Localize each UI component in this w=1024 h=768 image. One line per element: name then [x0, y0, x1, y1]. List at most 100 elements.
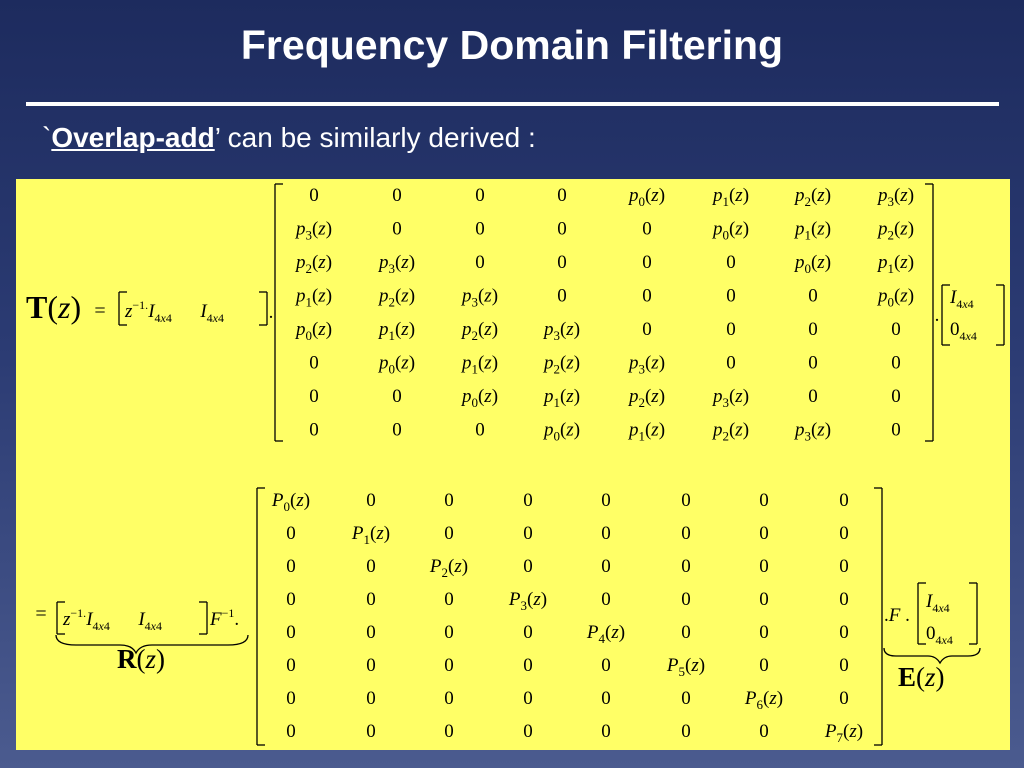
eq1-equals: = [94, 300, 105, 322]
eq1-matrix-cell: 0 [309, 420, 319, 441]
eq1-matrix-cell: p0(z) [793, 252, 831, 276]
eq1-matrix-cell: p1(z) [711, 185, 749, 209]
equation-panel: T(z) = z−1.I4x4 I4x4. 0 0 0 0 p0(z) p1(z) p2(z) p3… [16, 179, 1010, 750]
eq2-matrix-cell: P4(z) [586, 622, 625, 646]
eq2-matrix-cell: 0 [601, 589, 611, 610]
eq2-matrix-cell: 0 [681, 556, 691, 577]
slide-title: Frequency Domain Filtering [240, 22, 784, 68]
subtitle-rest: can be similarly derived : [219, 122, 536, 153]
eq1-matrix-cell: 0 [392, 185, 402, 206]
eq2-brace-label-right: E(z) [898, 662, 945, 692]
eq2-matrix-cell: 0 [286, 655, 296, 676]
eq2-matrix-cell: 0 [601, 556, 611, 577]
title-divider [26, 102, 999, 106]
eq1-matrix-cell: 0 [475, 420, 485, 441]
eq2-matrix-cell: 0 [601, 721, 611, 742]
eq2-matrix-cell: 0 [601, 655, 611, 676]
eq2-matrix-cell: 0 [523, 523, 533, 544]
eq1-matrix-cell: p2(z) [294, 252, 332, 276]
eq2-matrix-cell: 0 [601, 523, 611, 544]
eq1-matrix-cell: 0 [392, 219, 402, 240]
eq2-matrix-cell: 0 [601, 490, 611, 511]
eq2-matrix-cell: P1(z) [351, 523, 390, 547]
eq1-matrix-cell: 0 [808, 353, 818, 374]
eq1-matrix-cell: 0 [557, 286, 567, 307]
eq2-matrix-cell: 0 [286, 688, 296, 709]
subtitle-quote: ’ [214, 122, 220, 153]
eq1-matrix-cell: p3(z) [460, 286, 498, 310]
eq1-matrix-cell: 0 [309, 386, 319, 407]
eq1-matrix-cell: p2(z) [377, 286, 415, 310]
eq1-matrix-cell: 0 [808, 319, 818, 340]
eq1-matrix-cell: p2(z) [460, 319, 498, 343]
eq1-matrix-cell: 0 [475, 185, 485, 206]
eq2-brace-label-left: R(z) [117, 644, 165, 674]
eq2-underbrace-right [883, 647, 981, 665]
eq2-matrix-cell: 0 [759, 622, 769, 643]
eq1-matrix-cell: p3(z) [377, 252, 415, 276]
eq2-matrix-cell: 0 [286, 556, 296, 577]
eq2-matrix-cell: 0 [523, 622, 533, 643]
eq2-matrix-cell: P3(z) [508, 589, 547, 613]
eq2-matrix-cell: 0 [444, 523, 454, 544]
eq2-matrix-cell: P6(z) [744, 688, 783, 712]
eq2-matrix-cell: 0 [759, 721, 769, 742]
eq1-matrix-cell: 0 [891, 386, 901, 407]
eq2-matrix-cell: P2(z) [429, 556, 468, 580]
eq2-row-vector: z−1.I4x4 I4x4 [62, 606, 162, 633]
eq1-matrix-cell: p0(z) [542, 420, 580, 444]
eq2-matrix-cell: 0 [839, 490, 849, 511]
eq1-matrix-cell: 0 [642, 319, 652, 340]
eq1-matrix-cell: p0(z) [627, 185, 665, 209]
eq1-matrix-cell: p3(z) [542, 319, 580, 343]
subtitle: `Overlap-add’ can be similarly derived : [42, 122, 536, 154]
eq2-matrix-cell: 0 [523, 490, 533, 511]
eq1-matrix-cell: p0(z) [294, 319, 332, 343]
eq1-matrix-cell: p1(z) [460, 353, 498, 377]
eq2-matrix-cell: 0 [444, 490, 454, 511]
eq2-matrix-cell: 0 [286, 622, 296, 643]
eq2-matrix-cell: P5(z) [666, 655, 705, 679]
eq1-matrix-cell: p3(z) [876, 185, 914, 209]
eq1-matrix-cell: p3(z) [627, 353, 665, 377]
eq2-matrix-cell: 0 [286, 523, 296, 544]
eq1-matrix-cell: 0 [726, 286, 736, 307]
eq2-matrix-cell: P7(z) [824, 721, 863, 745]
eq1-matrix-cell: p2(z) [876, 219, 914, 243]
eq1-matrix-cell: p3(z) [793, 420, 831, 444]
eq1-matrix-cell: p3(z) [711, 386, 749, 410]
eq1-matrix-cell: 0 [726, 252, 736, 273]
eq1-lhs: T(z) [26, 289, 81, 325]
eq2-matrix-cell: 0 [366, 490, 376, 511]
eq2-matrix-cell: 0 [681, 622, 691, 643]
eq2-matrix-cell: 0 [681, 688, 691, 709]
eq1-matrix-cell: 0 [309, 353, 319, 374]
eq2-matrix-cell: 0 [286, 589, 296, 610]
eq1-matrix-cell: 0 [726, 319, 736, 340]
eq1-col-vector-entry: I4x4 [949, 287, 974, 311]
eq2-matrix-cell: 0 [366, 688, 376, 709]
eq2-col-vector-entry: 04x4 [926, 623, 953, 647]
eq2-matrix-cell: 0 [839, 589, 849, 610]
eq1-matrix-cell: p1(z) [627, 420, 665, 444]
eq1-matrix-cell: 0 [392, 386, 402, 407]
eq2-matrix-cell: 0 [839, 556, 849, 577]
eq1-matrix-cell: 0 [475, 219, 485, 240]
eq2-matrix-cell: 0 [366, 721, 376, 742]
eq2-matrix-cell: 0 [601, 688, 611, 709]
eq1-matrix-cell: 0 [557, 219, 567, 240]
eq1-matrix-cell: p0(z) [711, 219, 749, 243]
eq2-col-vector-entry: I4x4 [925, 591, 950, 615]
eq1-matrix-cell: p2(z) [542, 353, 580, 377]
eq1-row-vector: z−1.I4x4 I4x4 [124, 298, 224, 325]
eq2-matrix-cell: 0 [523, 688, 533, 709]
eq2-equals: = [35, 603, 46, 625]
subtitle-term: Overlap-add [51, 122, 215, 153]
eq1-matrix-cell: p0(z) [876, 286, 914, 310]
eq2-matrix-cell: 0 [759, 655, 769, 676]
eq2-matrix-cell: 0 [681, 523, 691, 544]
eq1-col-vector-entry: 04x4 [950, 319, 977, 343]
eq1-dot: . [269, 302, 274, 323]
eq1-matrix-cell: 0 [891, 420, 901, 441]
eq2-matrix-cell: 0 [839, 622, 849, 643]
